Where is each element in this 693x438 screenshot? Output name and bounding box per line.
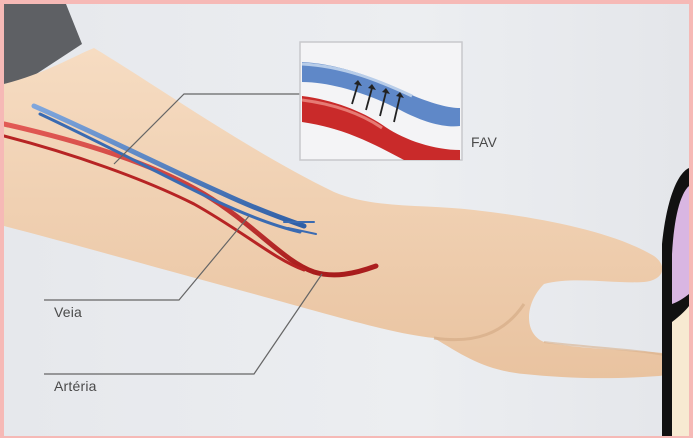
decorative-sticker: [662, 168, 689, 436]
label-veia: Veia: [54, 304, 82, 320]
label-arteria: Artéria: [54, 378, 97, 394]
illustration-panel: FAV Veia Artéria: [4, 4, 689, 436]
forearm-illustration: [4, 4, 689, 436]
label-fav: FAV: [471, 134, 497, 150]
